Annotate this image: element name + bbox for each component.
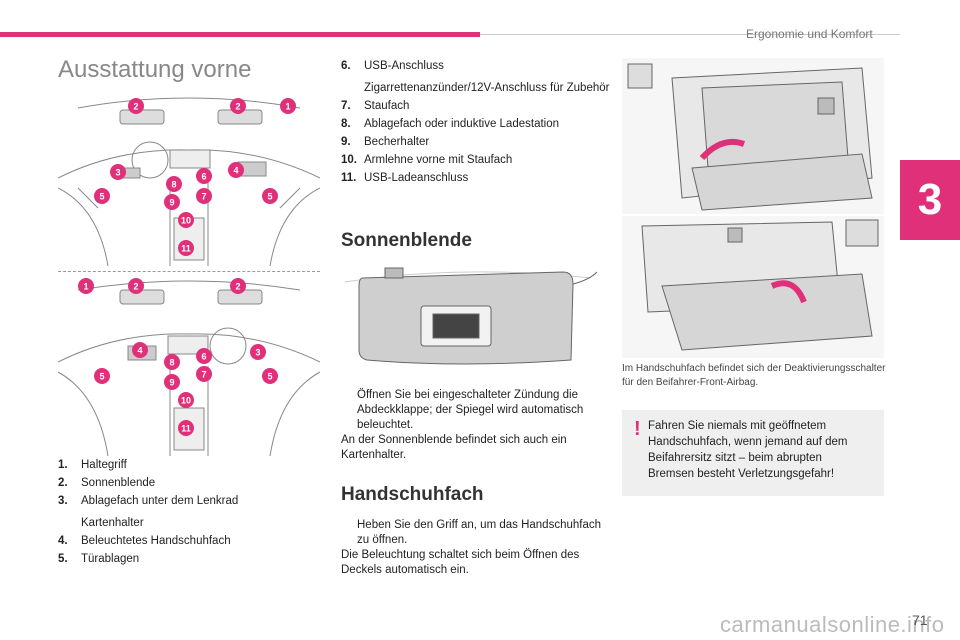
callout-badge: [110, 164, 126, 180]
callout-badge: [178, 240, 194, 256]
callout-badge: [196, 366, 212, 382]
legend-list-2: 6.USB-Anschluss Zigarrettenanzünder/12V-…: [341, 57, 611, 187]
callout-number: 5: [267, 372, 272, 382]
legend-item-continuation: Kartenhalter: [81, 517, 144, 529]
glovebox-closed-illustration: [622, 216, 884, 358]
callout-number: 11: [181, 244, 191, 254]
callout-badge: [166, 176, 182, 192]
callout-badge: [230, 98, 246, 114]
callout-number: 1: [83, 282, 88, 292]
callout-badge: [128, 98, 144, 114]
callout-badge: [94, 188, 110, 204]
legend-item: 7.Staufach: [341, 100, 410, 112]
callout-number: 3: [255, 348, 260, 358]
glovebox-open-illustration: [622, 58, 884, 214]
sun-visor-illustration: [341, 264, 603, 374]
glovebox-caption: Im Handschuhfach befindet sich der Deakt…: [622, 363, 886, 388]
callout-number: 4: [233, 166, 238, 176]
callout-number: 11: [181, 424, 191, 434]
figure-divider: [58, 271, 320, 272]
legend-item-continuation: Zigarrettenanzünder/12V-Anschluss für Zu…: [364, 82, 610, 94]
callout-number: 9: [169, 198, 174, 208]
callout-badge: [178, 420, 194, 436]
legend-list-1: 1.Haltegriff 2.Sonnenblende 3.Ablagefach…: [58, 456, 328, 568]
callout-number: 1: [285, 102, 290, 112]
callout-number: 6: [201, 172, 206, 182]
legend-item: 3.Ablagefach unter dem Lenkrad: [58, 495, 239, 507]
section-title: Ergonomie und Komfort: [746, 27, 873, 41]
callout-number: 5: [267, 192, 272, 202]
callout-number: 2: [235, 102, 240, 112]
callout-badge: [164, 374, 180, 390]
warning-text: Fahren Sie niemals mit geöffnetem Handsc…: [648, 420, 848, 480]
callout-number: 5: [99, 372, 104, 382]
sonnenblende-heading: Sonnenblende: [341, 230, 472, 251]
legend-item: 9.Becherhalter: [341, 136, 430, 148]
legend-item: 6.USB-Anschluss: [341, 60, 444, 72]
legend-item: 1.Haltegriff: [58, 459, 127, 471]
legend-item: 2.Sonnenblende: [58, 477, 156, 489]
warning-box: ! Fahren Sie niemals mit geöffnetem Hand…: [622, 410, 884, 496]
callout-badge: [164, 194, 180, 210]
callout-badge: [228, 162, 244, 178]
callout-badge: [178, 392, 194, 408]
callout-badge: [250, 344, 266, 360]
callout-badge: [94, 368, 110, 384]
dashboard-lhd-illustration: 1 2 2 3 4 5 5 6 7 8 9 10 11: [58, 88, 320, 266]
legend-item: 4.Beleuchtetes Handschuhfach: [58, 535, 231, 547]
page-number: 71: [912, 612, 928, 628]
header-accent-bar: [0, 32, 480, 37]
callout-badge: [230, 278, 246, 294]
callout-number: 10: [181, 396, 191, 406]
header-rule: [480, 34, 900, 35]
warning-icon: !: [634, 418, 641, 440]
callout-number: 5: [99, 192, 104, 202]
callout-number: 10: [181, 216, 191, 226]
callout-badge: [280, 98, 296, 114]
chapter-tab: 3: [900, 160, 960, 240]
callout-number: 3: [115, 168, 120, 178]
arrow-icon: [341, 518, 357, 548]
callout-number: 8: [169, 358, 174, 368]
callout-badge: [262, 188, 278, 204]
callout-badge: [178, 212, 194, 228]
legend-item: 11.USB-Ladeanschluss: [341, 172, 469, 184]
callout-badge: [196, 188, 212, 204]
page-title: Ausstattung vorne: [58, 56, 252, 83]
callout-badge: [196, 348, 212, 364]
callout-badge: [262, 368, 278, 384]
watermark: carmanualsonline.info: [720, 612, 945, 637]
callout-number: 6: [201, 352, 206, 362]
legend-item: 5.Türablagen: [58, 553, 140, 565]
callout-number: 2: [235, 282, 240, 292]
callout-number: 8: [171, 180, 176, 190]
callout-badge: [164, 354, 180, 370]
callout-number: 4: [137, 346, 142, 356]
legend-item: 8.Ablagefach oder induktive Ladestation: [341, 118, 560, 130]
callout-badge: [128, 278, 144, 294]
callout-number: 2: [133, 282, 138, 292]
sonnenblende-text: Öffnen Sie bei eingeschalteter Zündung d…: [341, 388, 584, 461]
handschuhfach-heading: Handschuhfach: [341, 484, 484, 505]
callout-number: 2: [133, 102, 138, 112]
callout-badge: [196, 168, 212, 184]
arrow-icon: [341, 388, 357, 433]
callout-badge: [132, 342, 148, 358]
callout-number: 7: [201, 192, 206, 202]
callout-badge: [78, 278, 94, 294]
dashboard-rhd-illustration: 1 2 2 3 4 5 5 6 7 8 9 10 11: [58, 276, 320, 456]
handschuhfach-text: Heben Sie den Griff an, um das Handschuh…: [341, 518, 601, 576]
legend-item: 10.Armlehne vorne mit Staufach: [341, 154, 513, 166]
callout-number: 9: [169, 378, 174, 388]
callout-number: 7: [201, 370, 206, 380]
